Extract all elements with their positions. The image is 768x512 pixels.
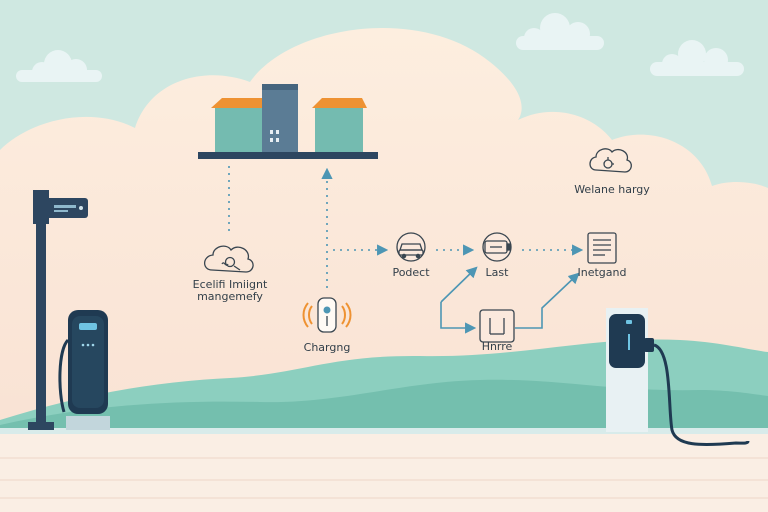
ev-charger-right — [606, 308, 750, 447]
platform-connectors — [228, 166, 333, 288]
flow-home-links — [440, 266, 580, 334]
label-home: Hnrre — [481, 340, 513, 353]
tower-center — [262, 84, 298, 154]
building-cluster — [198, 84, 378, 159]
label-last: Last — [485, 266, 509, 279]
sky-clouds — [16, 13, 744, 82]
cloud-brain-icon — [203, 245, 254, 273]
cloud-top-center — [516, 13, 604, 50]
ev-charger-left — [58, 310, 110, 430]
ground-edge — [0, 428, 768, 434]
label-product: Podect — [392, 266, 430, 279]
label-integrated: Inetgand — [577, 266, 627, 279]
house-right-roof — [312, 98, 367, 108]
cloud-top-left — [16, 50, 102, 82]
house-left-roof — [211, 98, 268, 108]
label-energy-management-line2: mangemefy — [197, 290, 263, 303]
house-left — [215, 106, 265, 154]
vehicle-icon — [396, 232, 426, 262]
label-charging: Chargng — [303, 341, 351, 354]
document-icon — [587, 232, 617, 264]
ground-stripes — [0, 457, 768, 499]
cloud-gear-icon — [589, 148, 632, 173]
charging-signal-icon — [302, 297, 352, 333]
street-sign-pole — [28, 190, 88, 430]
label-wellness-energy: Welane hargy — [574, 183, 650, 196]
platform — [198, 152, 378, 159]
battery-icon — [482, 232, 512, 262]
house-right — [315, 106, 363, 154]
charger-plug-icon — [479, 309, 515, 343]
cloud-top-right — [650, 40, 744, 76]
hills-front — [0, 379, 768, 432]
ground — [0, 428, 768, 512]
label-energy-management-line1: Ecelifi Imiignt — [192, 278, 268, 291]
